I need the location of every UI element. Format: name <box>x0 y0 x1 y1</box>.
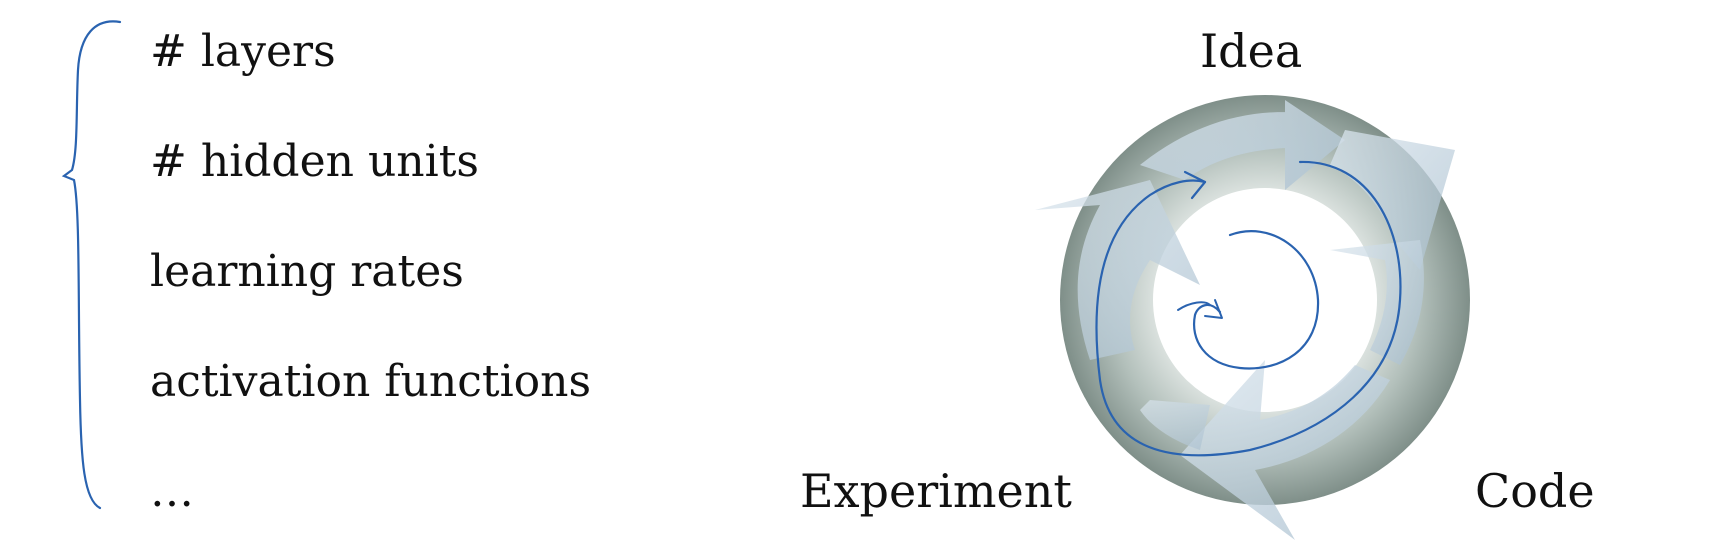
list-item-learning-rates: learning rates <box>150 246 464 297</box>
list-item-ellipsis: … <box>150 466 194 517</box>
inner-loop-arrowhead <box>1204 299 1223 319</box>
list-item-layers: # layers <box>150 26 336 77</box>
cycle-arrow <box>1330 130 1455 270</box>
cycle-label-code: Code <box>1475 464 1595 518</box>
list-item-hidden-units: # hidden units <box>150 136 479 187</box>
cycle-arrow <box>1180 360 1390 540</box>
cycle-arrow <box>1035 180 1200 360</box>
cycle-diagram <box>1035 95 1470 540</box>
cycle-arrow <box>1140 400 1210 450</box>
outer-loop-arrowhead <box>1183 170 1207 200</box>
brace-annotation <box>61 20 122 510</box>
cycle-arrow <box>1140 100 1345 190</box>
inner-loop-annotation <box>1193 230 1320 370</box>
list-item-activation-functions: activation functions <box>150 356 592 407</box>
cycle-label-idea: Idea <box>1200 24 1303 78</box>
outer-loop-annotation <box>1095 160 1402 457</box>
cycle-label-experiment: Experiment <box>800 464 1072 518</box>
inner-loop-tick <box>1177 301 1211 311</box>
